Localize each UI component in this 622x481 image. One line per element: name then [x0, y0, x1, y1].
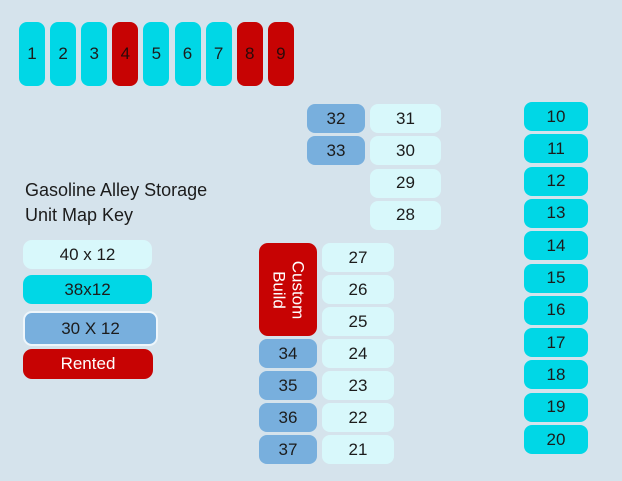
unit-20: 20 — [524, 425, 588, 454]
unit-29: 29 — [370, 168, 441, 198]
unit-7: 7 — [205, 22, 232, 86]
unit-26: 26 — [322, 275, 394, 304]
unit-25: 25 — [322, 307, 394, 336]
unit-15: 15 — [524, 263, 588, 293]
unit-19: 19 — [524, 392, 588, 422]
unit-24: 24 — [322, 339, 394, 368]
unit-30: 30 — [370, 136, 441, 166]
unit-1: 1 — [19, 22, 45, 86]
unit-32: 32 — [307, 104, 365, 133]
legend-item-c40: 40 x 12 — [23, 240, 152, 269]
unit-8: 8 — [236, 22, 263, 86]
unit-23: 23 — [322, 371, 394, 400]
unit-33: 33 — [307, 136, 365, 165]
unit-12: 12 — [524, 166, 588, 196]
unit-2: 2 — [50, 22, 77, 86]
unit-6: 6 — [174, 22, 201, 86]
legend-item-c38: 38x12 — [23, 275, 152, 304]
unit-9: 9 — [267, 22, 294, 86]
unit-27: 27 — [322, 243, 394, 272]
unit-11: 11 — [524, 134, 588, 164]
unit-5: 5 — [143, 22, 170, 86]
unit-34: 34 — [259, 339, 317, 368]
legend-item-rent: Rented — [23, 349, 153, 379]
unit-35: 35 — [259, 371, 317, 400]
unit-14: 14 — [524, 231, 588, 261]
legend-item-c30: 30 X 12 — [23, 311, 158, 346]
unit-28: 28 — [370, 200, 441, 230]
unit-36: 36 — [259, 403, 317, 432]
custom-build-label: Custom Build — [269, 260, 308, 319]
unit-13: 13 — [524, 198, 588, 228]
unit-16: 16 — [524, 295, 588, 325]
unit-10: 10 — [524, 102, 588, 131]
unit-18: 18 — [524, 360, 588, 390]
unit-17: 17 — [524, 328, 588, 358]
unit-22: 22 — [322, 403, 394, 432]
unit-37: 37 — [259, 435, 317, 464]
unit-3: 3 — [81, 22, 108, 86]
unit-21: 21 — [322, 435, 394, 464]
map-key-title: Gasoline Alley Storage Unit Map Key — [25, 180, 208, 225]
unit-4: 4 — [112, 22, 139, 86]
custom-build-block: Custom Build — [259, 243, 317, 336]
unit-31: 31 — [370, 104, 441, 133]
